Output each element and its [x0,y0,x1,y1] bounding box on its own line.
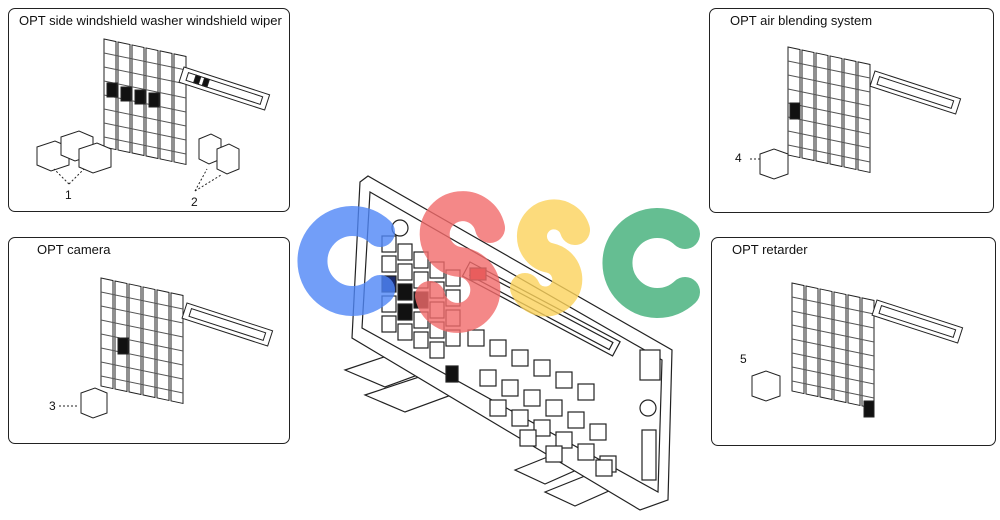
callout-3: 3 [49,399,56,413]
filled-relay [863,400,875,418]
filled-relay [134,89,146,105]
relay-group-1 [36,130,112,185]
fuse-strip [178,66,271,111]
relay-group-2 [194,133,240,192]
air-blending-diagram: 4 [735,46,962,180]
fuse-strip [181,302,274,347]
callout-2: 2 [191,195,198,209]
relay-3 [59,387,108,419]
panel-title: OPT side windshield washer windshield wi… [19,13,282,28]
filled-relay [148,92,160,108]
panel-title: OPT retarder [732,242,808,257]
panel-camera: OPT camera 3 [8,237,290,444]
panel-washer-wiper: OPT side windshield washer windshield wi… [8,8,290,212]
lower-relays [467,329,617,477]
relay-5 [751,370,781,402]
fuse-strip [871,299,964,344]
filled-relay [117,337,129,355]
callout-1: 1 [65,188,72,202]
retarder-diagram: 5 [740,282,964,418]
callout-4: 4 [735,151,742,165]
fuse-strip [869,70,962,115]
filled-relay [789,102,801,120]
relay-rack [100,277,184,405]
panel-title: OPT air blending system [730,13,873,28]
camera-diagram: 3 [49,277,274,419]
panel-air-blending: OPT air blending system 4 [709,8,994,213]
relay-rack [787,46,871,174]
filled-relay [106,82,118,98]
relay-4 [750,148,789,180]
callout-5: 5 [740,352,747,366]
filled-relay [120,86,132,102]
relay-rack [791,282,875,418]
washer-wiper-diagram: 1 2 [36,38,271,209]
panel-retarder: OPT retarder 5 [711,237,996,446]
panel-title: OPT camera [37,242,111,257]
